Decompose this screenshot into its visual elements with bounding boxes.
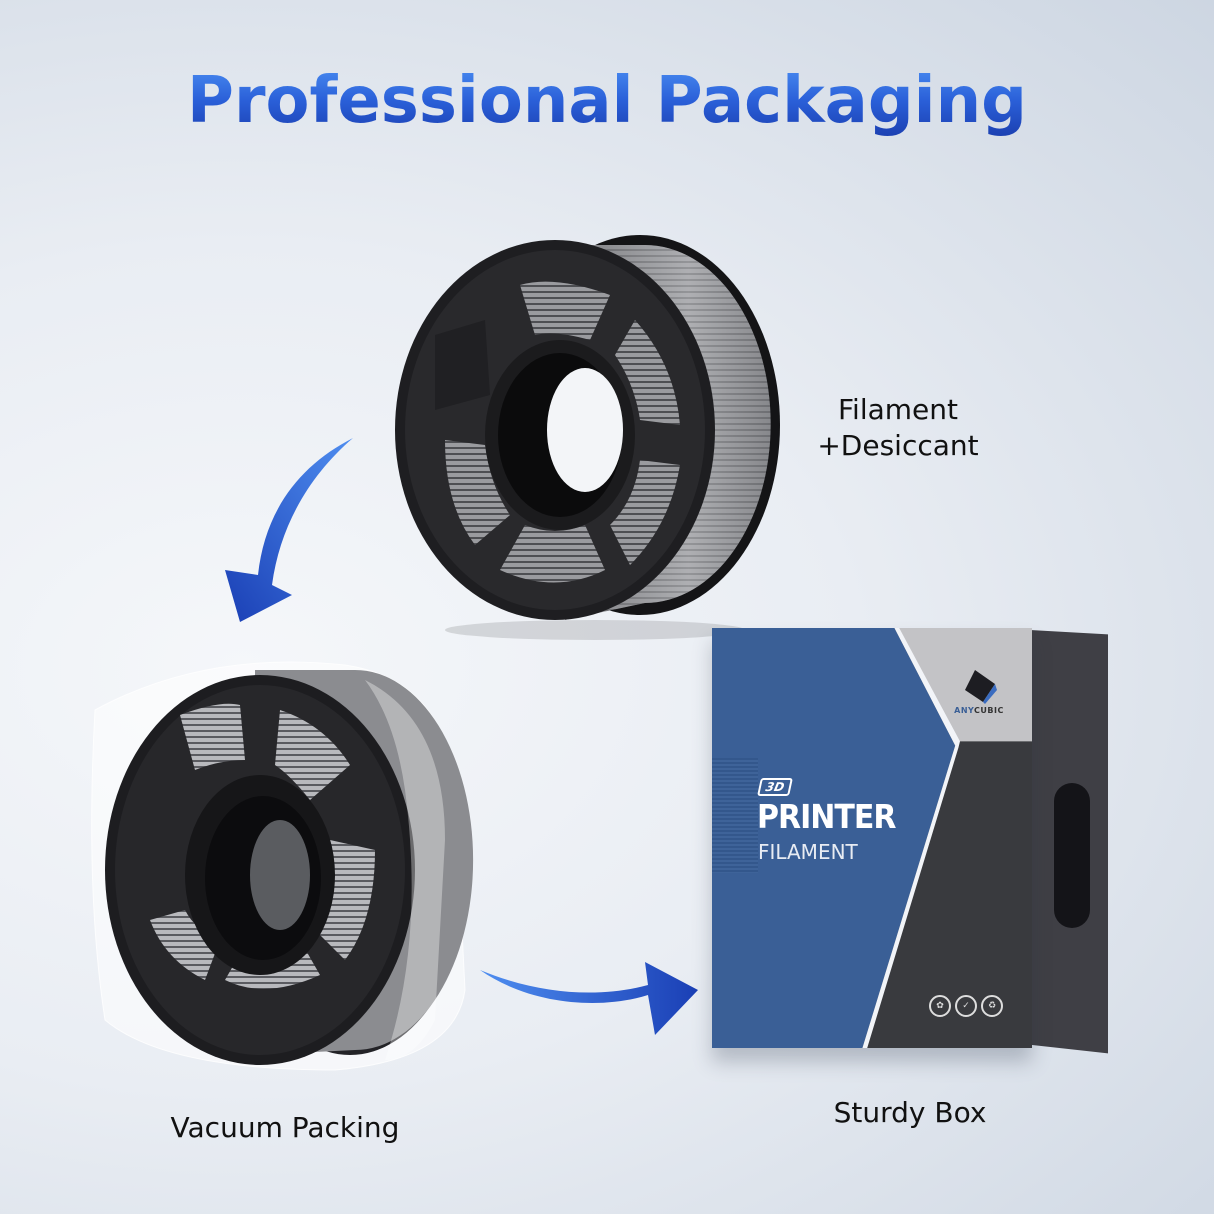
box-printer-text: PRINTER bbox=[757, 798, 896, 837]
box-handle-hole bbox=[1054, 783, 1090, 928]
box-filament-stripes bbox=[712, 758, 758, 873]
filament-label-line1: Filament bbox=[837, 393, 958, 426]
filament-spool-image bbox=[390, 225, 790, 645]
curved-arrow-right-icon bbox=[470, 940, 700, 1040]
box-3d-badge: 3D bbox=[757, 778, 793, 796]
box-filament-text: FILAMENT bbox=[758, 840, 858, 864]
curved-arrow-down-icon bbox=[210, 430, 360, 630]
vacuum-sealed-spool-image bbox=[85, 640, 505, 1080]
cube-logo-icon bbox=[965, 670, 997, 704]
sturdy-box-label: Sturdy Box bbox=[833, 1096, 987, 1129]
leaf-icon: ✿ bbox=[929, 995, 951, 1017]
recycle-icon: ♻ bbox=[981, 995, 1003, 1017]
product-box-image: 3D PRINTER FILAMENT ANYCUBIC ✿ ✓ ♻ bbox=[712, 628, 1108, 1068]
page-title: Professional Packaging bbox=[0, 64, 1214, 138]
certification-badges: ✿ ✓ ♻ bbox=[929, 995, 1003, 1017]
check-icon: ✓ bbox=[955, 995, 977, 1017]
filament-label-line2: +Desiccant bbox=[817, 429, 979, 462]
vacuum-packing-label: Vacuum Packing bbox=[170, 1111, 400, 1144]
box-front-panel: 3D PRINTER FILAMENT ANYCUBIC ✿ ✓ ♻ bbox=[712, 628, 1032, 1048]
brand-name: ANYCUBIC bbox=[954, 706, 1004, 715]
brand-logo: ANYCUBIC bbox=[944, 666, 1014, 724]
filament-desiccant-label: Filament +Desiccant bbox=[808, 392, 988, 464]
